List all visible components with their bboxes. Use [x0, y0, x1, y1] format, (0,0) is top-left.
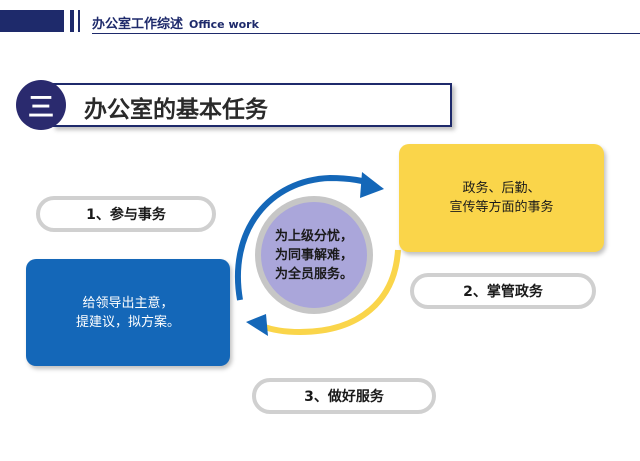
header-title: 办公室工作综述 Office work — [92, 13, 259, 32]
header-bar-tick-thin — [78, 10, 80, 32]
header-title-cn: 办公室工作综述 — [92, 17, 184, 32]
header-bar-block — [0, 10, 64, 32]
affairs-line-2: 宣传等方面的事务 — [449, 200, 554, 215]
advice-line-2: 提建议，拟方案。 — [75, 314, 180, 330]
task-pill-label: 1、参与事务 — [86, 207, 166, 223]
header-divider — [92, 33, 640, 34]
advice-line-1: 给领导出主意， — [82, 295, 174, 311]
section-number-badge: 三 — [16, 80, 66, 130]
blue-arrowhead — [360, 172, 384, 198]
affairs-box: 政务、后勤、 宣传等方面的事务 — [399, 144, 604, 252]
header-title-en: Office work — [189, 18, 259, 31]
affairs-line-1: 政务、后勤、 — [462, 181, 541, 196]
task-pill-manage: 2、掌管政务 — [410, 273, 596, 309]
center-line-1: 为上级分忧， — [274, 228, 353, 244]
header-bar-tick — [70, 10, 74, 32]
advice-box: 给领导出主意， 提建议，拟方案。 — [26, 259, 230, 366]
section-title: 办公室的基本任务 — [84, 97, 268, 123]
task-pill-participate: 1、参与事务 — [36, 196, 216, 232]
task-pill-service: 3、做好服务 — [252, 378, 436, 414]
yellow-cycle-arc — [260, 249, 401, 336]
center-circle: 为上级分忧， 为同事解难， 为全员服务。 — [255, 196, 373, 314]
center-line-3: 为全员服务。 — [274, 266, 353, 282]
center-line-2: 为同事解难， — [274, 247, 353, 263]
yellow-arrowhead — [246, 314, 268, 336]
task-pill-label: 2、掌管政务 — [463, 284, 543, 300]
blue-cycle-arc — [234, 174, 374, 301]
task-pill-label: 3、做好服务 — [304, 389, 384, 405]
